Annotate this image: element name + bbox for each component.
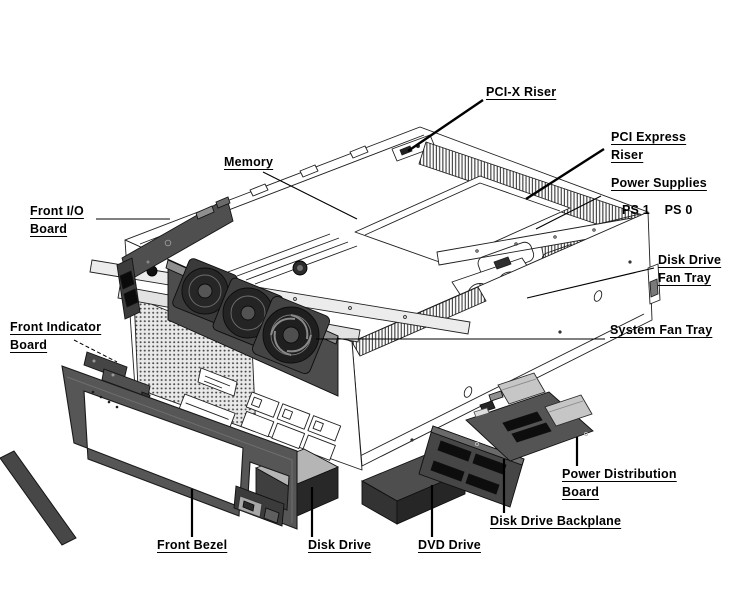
label-front-indicator-board: Front Indicator Board: [10, 320, 102, 352]
leader-disk-drive-fan-tray: [526, 267, 655, 299]
leader-pci-express-riser: [525, 147, 605, 201]
leader-front-indicator-board: [73, 339, 118, 363]
label-front-io-board: Front I/O Board: [30, 204, 84, 236]
leader-pci-x-riser: [407, 99, 484, 152]
label-power-distribution-board: Power Distribution Board: [562, 467, 677, 499]
drive-bays: [178, 391, 342, 461]
power-distribution-board-part: [465, 372, 594, 462]
label-dvd-drive: DVD Drive: [418, 538, 481, 552]
drive-filler: [233, 485, 285, 527]
leader-power-supplies: [535, 195, 602, 230]
front-indicator-board-part: [83, 351, 151, 402]
bezel-side-strip: [0, 450, 77, 546]
label-disk-drive-backplane: Disk Drive Backplane: [490, 514, 622, 528]
fan-2: [212, 277, 284, 349]
label-pci-express-riser: PCI Express Riser: [611, 130, 687, 162]
fan-3: [252, 296, 330, 374]
leader-memory: [262, 171, 358, 220]
label-system-fan-tray: System Fan Tray: [610, 323, 713, 337]
label-power-supplies: Power Supplies: [611, 176, 707, 190]
label-disk-drive-fan-tray: Disk Drive Fan Tray: [658, 253, 722, 285]
label-front-bezel: Front Bezel: [157, 538, 228, 552]
label-disk-drive: Disk Drive: [308, 538, 372, 552]
disk-drive-backplane-part: [418, 425, 525, 508]
front-io-board-part: [116, 196, 234, 320]
system-fan-tray-part: [165, 258, 339, 397]
leader-lines: [73, 99, 655, 537]
label-memory: Memory: [224, 155, 274, 169]
label-pci-x-riser: PCI-X Riser: [486, 85, 557, 99]
front-bezel-part: [0, 365, 298, 546]
label-ps-units: PS 1 PS 0: [622, 203, 693, 217]
